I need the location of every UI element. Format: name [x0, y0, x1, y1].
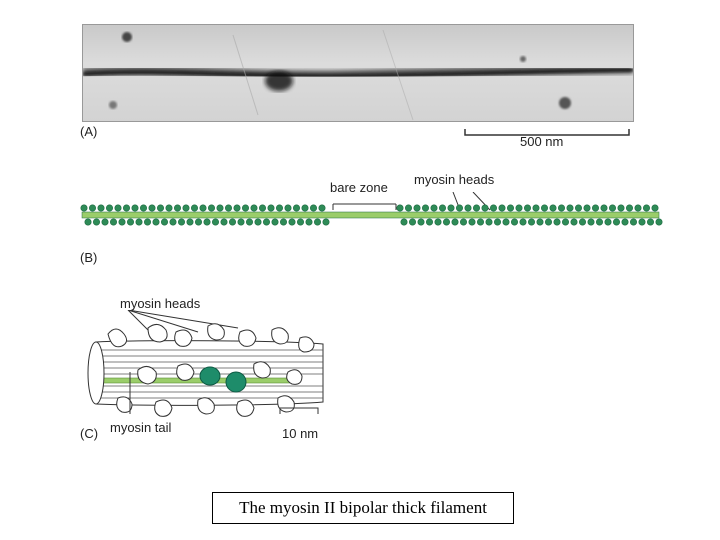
panel-c-label: (C) — [80, 426, 99, 441]
panel-a-label: (A) — [80, 124, 98, 139]
myosin-heads-label-c: myosin heads — [120, 296, 201, 311]
highlighted-myosin-head-2 — [225, 371, 247, 393]
bare-zone-label: bare zone — [330, 180, 388, 195]
scale-bar-10nm-label: 10 nm — [282, 426, 319, 441]
electron-micrograph — [82, 24, 634, 122]
bipolar-filament-diagram — [78, 191, 663, 238]
scale-bar-500nm-label: 500 nm — [520, 134, 564, 149]
scale-bar-500nm — [464, 124, 630, 136]
myosin-heads-label-b: myosin heads — [414, 172, 495, 187]
micrograph-image — [83, 29, 633, 121]
panel-b-label: (B) — [80, 250, 98, 265]
myosin-tail-label: myosin tail — [110, 420, 172, 435]
highlighted-myosin-head-1 — [199, 366, 221, 386]
figure-caption: The myosin II bipolar thick filament — [212, 492, 514, 524]
filament-detail-diagram — [78, 309, 338, 420]
